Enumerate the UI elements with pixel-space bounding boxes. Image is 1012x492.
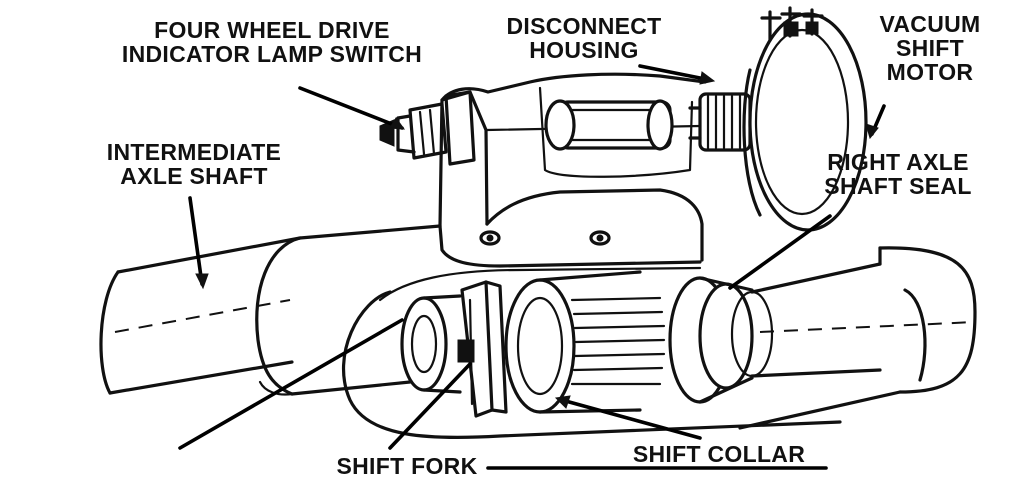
label-line: FOUR WHEEL DRIVE: [154, 17, 390, 43]
label-right-axle-shaft-seal: RIGHT AXLE SHAFT SEAL: [806, 150, 990, 198]
shift-collar: [400, 270, 666, 414]
leader-lines: [178, 64, 886, 470]
label-line: INTERMEDIATE: [106, 139, 282, 165]
label-shift-fork: SHIFT FORK: [324, 454, 490, 478]
intermediate-axle-shaft: [99, 236, 302, 395]
label-line: SHIFT FORK: [336, 453, 478, 479]
label-line: RIGHT AXLE: [827, 149, 969, 175]
label-vacuum-shift-motor: VACUUM SHIFT MOTOR: [860, 12, 1000, 84]
shift-fork: [457, 280, 508, 418]
label-line: DISCONNECT: [506, 13, 662, 39]
vacuum-shift-motor: [742, 6, 868, 232]
label-line: SHIFT: [896, 35, 964, 61]
label-line: HOUSING: [529, 37, 639, 63]
label-line: AXLE SHAFT: [120, 163, 268, 189]
disconnect-housing: [438, 72, 707, 268]
label-four-wheel-drive: FOUR WHEEL DRIVE INDICATOR LAMP SWITCH: [88, 18, 456, 66]
right-axle-shaft-seal: [668, 276, 774, 404]
vacuum-motor-stem: [688, 92, 752, 152]
label-disconnect-housing: DISCONNECT HOUSING: [484, 14, 684, 62]
label-line: MOTOR: [886, 59, 974, 85]
label-line: SHAFT SEAL: [824, 173, 972, 199]
axle-tube-outline: [341, 290, 842, 440]
right-axle-tube: [738, 246, 977, 430]
housing-tube-left: [255, 224, 442, 396]
label-shift-collar: SHIFT COLLAR: [614, 442, 824, 466]
label-line: SHIFT COLLAR: [632, 441, 806, 467]
label-line: INDICATOR LAMP SWITCH: [121, 41, 423, 67]
label-line: VACUUM: [879, 11, 981, 37]
label-intermediate-axle-shaft: INTERMEDIATE AXLE SHAFT: [88, 140, 300, 188]
